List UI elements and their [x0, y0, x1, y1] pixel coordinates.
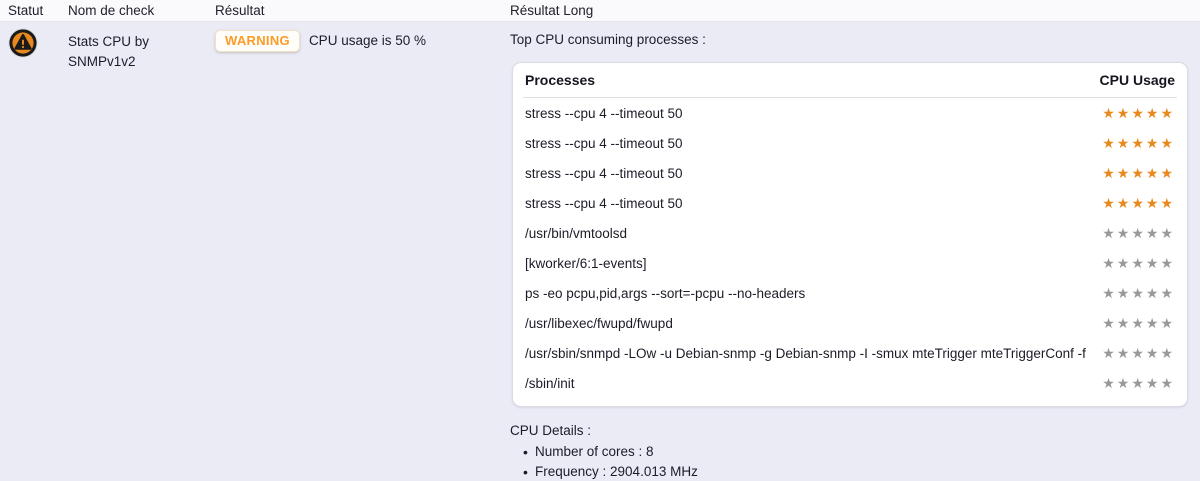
star-rating: ★★★★★ [1102, 195, 1175, 211]
star-rating: ★★★★★ [1102, 345, 1175, 361]
process-name: ps -eo pcpu,pid,args --sort=-pcpu --no-h… [525, 285, 806, 301]
process-table-row: [kworker/6:1-events] ★★★★★ [513, 248, 1187, 278]
cpu-detail-item: Frequency : 2904.013 MHz [510, 462, 698, 481]
process-name: stress --cpu 4 --timeout 50 [525, 105, 683, 121]
warning-status-icon[interactable] [8, 28, 38, 58]
process-name: /sbin/init [525, 375, 575, 391]
process-table-row: ps -eo pcpu,pid,args --sort=-pcpu --no-h… [513, 278, 1187, 308]
star-rating: ★★★★★ [1102, 285, 1175, 301]
warning-triangle-icon [8, 28, 38, 58]
process-table-row: stress --cpu 4 --timeout 50 ★★★★★ [513, 188, 1187, 218]
star-rating: ★★★★★ [1102, 165, 1175, 181]
column-header-resultat[interactable]: Résultat [215, 3, 265, 18]
column-header-nom-de-check[interactable]: Nom de check [68, 3, 155, 18]
process-name: [kworker/6:1-events] [525, 255, 647, 271]
process-table-row: /usr/bin/vmtoolsd ★★★★★ [513, 218, 1187, 248]
process-name: stress --cpu 4 --timeout 50 [525, 195, 683, 211]
cpu-usage-column-header: CPU Usage [1099, 72, 1175, 88]
process-table-row: /usr/libexec/fwupd/fwupd ★★★★★ [513, 308, 1187, 338]
process-table-row: stress --cpu 4 --timeout 50 ★★★★★ [513, 128, 1187, 158]
process-name: stress --cpu 4 --timeout 50 [525, 135, 683, 151]
process-name: stress --cpu 4 --timeout 50 [525, 165, 683, 181]
process-table-body: stress --cpu 4 --timeout 50 ★★★★★ stress… [513, 98, 1187, 398]
long-result-intro: Top CPU consuming processes : [510, 32, 706, 47]
result-output-text: CPU usage is 50 % [308, 33, 426, 48]
process-name: /usr/bin/vmtoolsd [525, 225, 628, 241]
process-table-row: stress --cpu 4 --timeout 50 ★★★★★ [513, 158, 1187, 188]
process-column-header: Processes [525, 72, 596, 88]
star-rating: ★★★★★ [1102, 315, 1175, 331]
column-header-statut[interactable]: Statut [8, 3, 44, 18]
process-name: /usr/libexec/fwupd/fwupd [525, 315, 673, 331]
star-rating: ★★★★★ [1102, 105, 1175, 121]
result-cell: WARNING CPU usage is 50 % [215, 29, 426, 52]
process-table-card: Processes CPU Usage stress --cpu 4 --tim… [512, 62, 1188, 407]
star-rating: ★★★★★ [1102, 255, 1175, 271]
warning-status-badge: WARNING [215, 29, 300, 52]
process-table-row: /usr/sbin/snmpd -LOw -u Debian-snmp -g D… [513, 338, 1187, 368]
cpu-detail-item: Number of cores : 8 [510, 442, 698, 462]
cpu-details-list: Number of cores : 8Frequency : 2904.013 … [510, 442, 698, 481]
star-rating: ★★★★★ [1102, 375, 1175, 391]
process-table-header: Processes CPU Usage [523, 63, 1177, 98]
process-table-row: stress --cpu 4 --timeout 50 ★★★★★ [513, 98, 1187, 128]
process-table-row: /sbin/init ★★★★★ [513, 368, 1187, 398]
column-header-resultat-long[interactable]: Résultat Long [510, 3, 594, 18]
cpu-details-title: CPU Details : [510, 423, 592, 438]
star-rating: ★★★★★ [1102, 135, 1175, 151]
star-rating: ★★★★★ [1102, 225, 1175, 241]
process-name: /usr/sbin/snmpd -LOw -u Debian-snmp -g D… [525, 345, 1086, 361]
check-name[interactable]: Stats CPU by SNMPv1v2 [68, 34, 150, 69]
table-header: Statut Nom de check Résultat Résultat Lo… [0, 0, 1200, 22]
